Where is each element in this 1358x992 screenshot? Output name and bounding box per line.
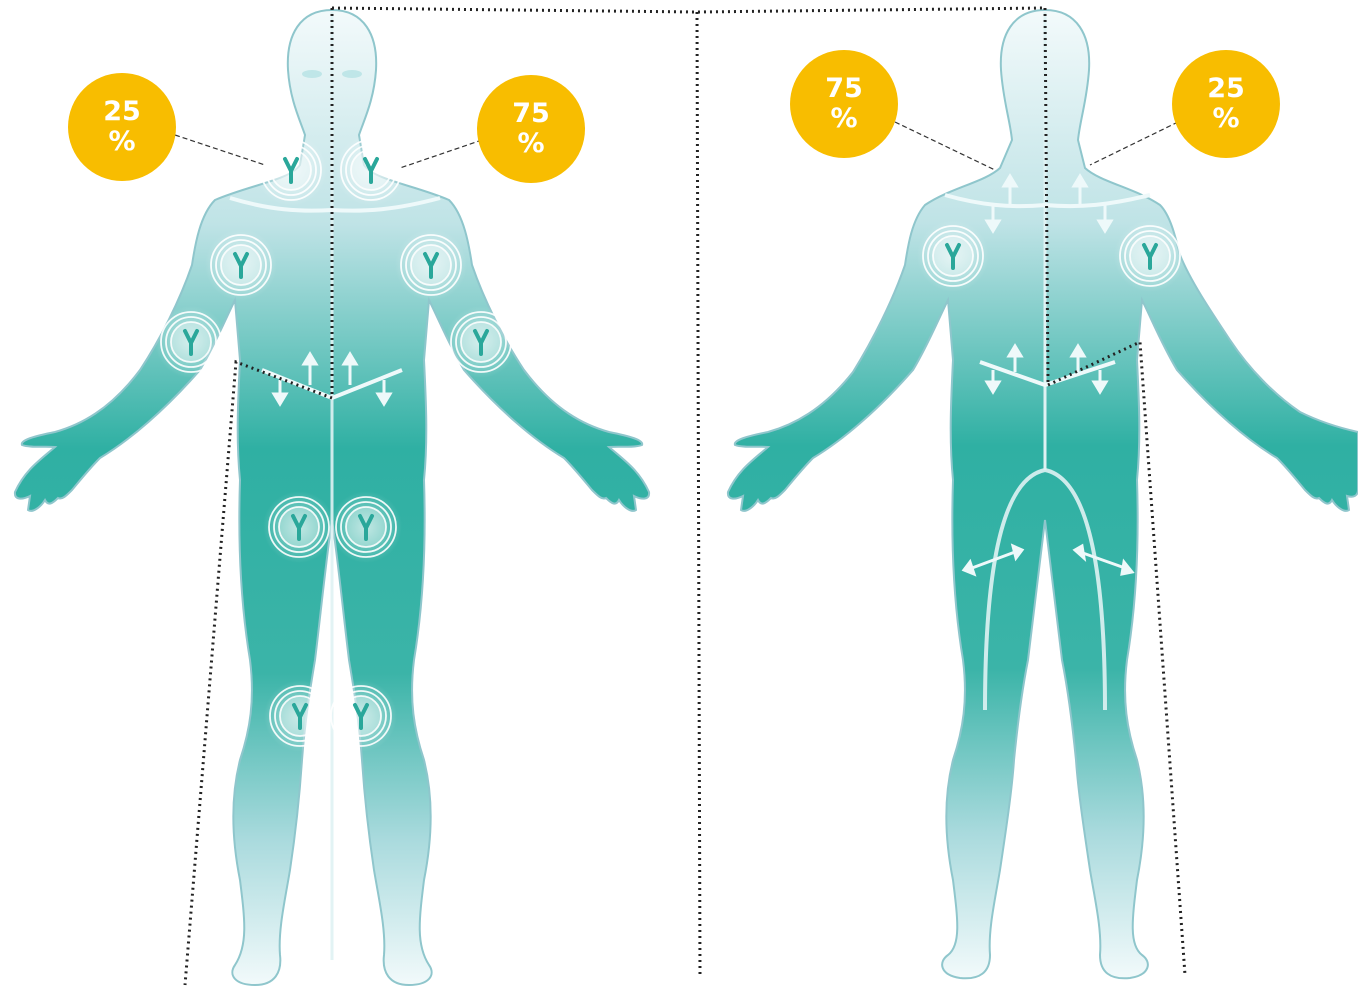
guide-line-center xyxy=(697,12,700,975)
connector-back-75 xyxy=(895,122,995,170)
badge-back-right: 25 % xyxy=(1172,50,1280,158)
front-receptor-thigh-left xyxy=(263,491,335,563)
connector-back-25 xyxy=(1090,122,1178,165)
front-receptor-elbow-left xyxy=(155,306,227,378)
badge-back-left: 75 % xyxy=(790,50,898,158)
front-receptor-elbow-right xyxy=(445,306,517,378)
badge-back-left-unit: % xyxy=(830,104,857,134)
badge-front-right-value: 75 xyxy=(512,99,550,129)
badge-front-right: 75 % xyxy=(477,75,585,183)
front-receptor-neck-right xyxy=(335,134,407,206)
badge-front-right-unit: % xyxy=(517,129,544,159)
badge-back-right-unit: % xyxy=(1212,104,1239,134)
front-receptor-shoulder-left xyxy=(205,229,277,301)
guide-line-top xyxy=(332,8,1045,12)
front-receptor-neck-left xyxy=(255,134,327,206)
badge-back-left-value: 75 xyxy=(825,74,863,104)
badge-back-right-value: 25 xyxy=(1207,74,1245,104)
back-body-silhouette xyxy=(728,10,1358,978)
connector-front-25 xyxy=(175,135,265,165)
badge-front-left: 25 % xyxy=(68,73,176,181)
badge-front-left-unit: % xyxy=(108,127,135,157)
front-eye-right xyxy=(342,70,362,78)
front-receptor-knee-right xyxy=(325,680,397,752)
back-figure xyxy=(728,10,1358,978)
back-receptor-shoulder-right xyxy=(1114,220,1186,292)
back-receptor-shoulder-left xyxy=(917,220,989,292)
front-eye-left xyxy=(302,70,322,78)
front-receptor-thigh-right xyxy=(330,491,402,563)
front-receptor-shoulder-right xyxy=(395,229,467,301)
badge-front-left-value: 25 xyxy=(103,97,141,127)
connector-front-75 xyxy=(400,140,482,168)
